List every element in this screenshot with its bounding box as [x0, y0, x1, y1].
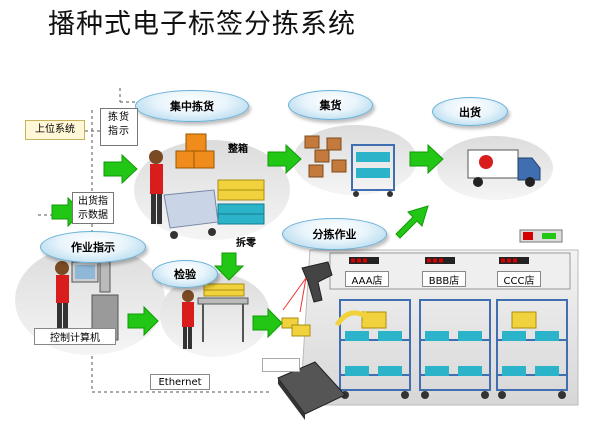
arrow-to-sorting-icon — [252, 307, 283, 339]
oval-shipping: 出货 — [432, 97, 508, 126]
barcode-scanner — [282, 261, 333, 313]
oval-job-instruction: 作业指示 — [40, 231, 146, 263]
store-label-aaa: AAA店 — [345, 271, 389, 287]
oval-sorting-work: 分拣作业 — [282, 218, 387, 250]
indicator-device — [519, 229, 563, 243]
delivery-truck-icon — [467, 149, 541, 187]
network-hub — [277, 361, 346, 420]
arrow-to-inspection-icon — [213, 252, 245, 281]
arrow-to-picking-icon — [103, 153, 138, 185]
picking-instruction-note: 拣货指示 — [100, 108, 138, 146]
arrow-sorting-to-collecting-icon — [395, 205, 429, 239]
led-displays — [349, 257, 529, 264]
store-label-bbb: BBB店 — [422, 271, 466, 287]
page-title: 播种式电子标签分拣系统 — [48, 9, 356, 40]
split-zero-label: 拆零 — [236, 238, 256, 249]
process-arrows — [51, 143, 444, 339]
control-computer-label: 控制计算机 — [34, 328, 116, 345]
upper-system-box: 上位系统 — [25, 120, 85, 140]
arrow-control-to-inspection-icon — [127, 305, 159, 337]
store-label-ccc: CCC店 — [497, 271, 541, 287]
arrow-to-shipping-icon — [409, 143, 444, 175]
inspection-scene — [182, 283, 249, 349]
oval-collecting: 集货 — [288, 90, 373, 120]
shipping-data-note: 出货指示数据 — [72, 192, 114, 224]
picking-scene — [149, 133, 265, 239]
oval-centralized-picking: 集中拣货 — [135, 90, 249, 122]
oval-inspection: 检验 — [152, 260, 218, 288]
collecting-scene — [304, 135, 395, 197]
arrow-to-collecting-icon — [267, 143, 302, 175]
store-carts — [339, 299, 568, 399]
sorting-terminal-label — [262, 358, 300, 372]
whole-box-label: 整箱 — [228, 144, 248, 155]
ethernet-label: Ethernet — [150, 374, 210, 390]
